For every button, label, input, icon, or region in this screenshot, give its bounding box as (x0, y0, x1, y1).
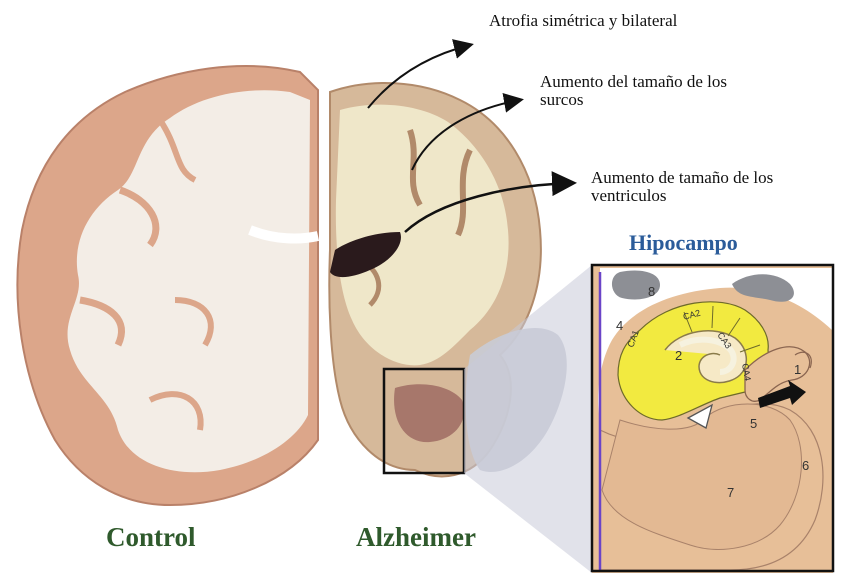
label-4: 4 (616, 318, 623, 333)
label-8: 8 (648, 284, 655, 299)
label-7: 7 (727, 485, 734, 500)
label-5: 5 (750, 416, 757, 431)
annotation-ventriculos-line2: ventriculos (591, 187, 667, 205)
annotation-atrofia: Atrofia simétrica y bilateral (489, 12, 677, 30)
hippocampus-title: Hipocampo (629, 230, 738, 256)
annotation-ventriculos-line1: Aumento de tamaño de los (591, 169, 773, 187)
control-brain-section (17, 66, 318, 505)
caption-control: Control (106, 522, 196, 553)
annotation-surcos-line1: Aumento del tamaño de los (540, 73, 727, 91)
label-2: 2 (675, 348, 682, 363)
label-1: 1 (794, 362, 801, 377)
hippocampus-diagram: 8 4 2 1 5 6 7 CA1 CA2 CA3 CA4 (592, 265, 833, 573)
caption-alzheimer: Alzheimer (356, 522, 476, 553)
annotation-surcos-line2: surcos (540, 91, 583, 109)
label-6: 6 (802, 458, 809, 473)
